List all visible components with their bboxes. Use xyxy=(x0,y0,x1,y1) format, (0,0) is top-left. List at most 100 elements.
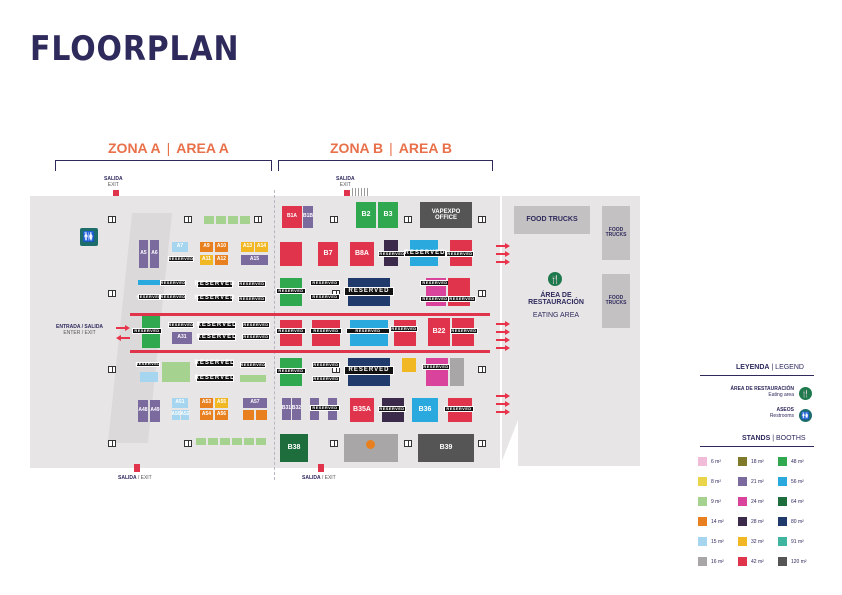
stand-a15[interactable]: A15 xyxy=(241,255,268,265)
stand-reserved[interactable]: RESERVED xyxy=(444,406,474,412)
stand-reserved[interactable]: RESERVED xyxy=(168,255,194,262)
stand-reserved[interactable]: RESERVED xyxy=(404,250,446,257)
stand-reserved-small[interactable] xyxy=(138,280,160,285)
stand-vapexpo-office[interactable]: VAPEXPO OFFICE xyxy=(420,202,472,228)
stand-reserved[interactable]: RESERVED xyxy=(310,294,340,300)
stand-reserved[interactable]: RESERVED xyxy=(276,288,306,294)
food-trucks-main: FOOD TRUCKS xyxy=(514,206,590,234)
stand-red[interactable] xyxy=(280,242,302,266)
stand-reserved[interactable]: RESERVED xyxy=(276,368,306,374)
stand-reserved[interactable]: RESERVED xyxy=(378,405,406,412)
stand-small[interactable] xyxy=(208,438,218,445)
stand-small[interactable] xyxy=(256,438,266,445)
stand-reserved[interactable]: RESERVED xyxy=(420,280,450,286)
stand-grey[interactable] xyxy=(450,358,464,386)
stand-a51[interactable]: A51 xyxy=(172,398,188,408)
stand-small[interactable] xyxy=(244,438,254,445)
stand-reserved[interactable]: RESERVED xyxy=(310,328,342,334)
stand-reserved[interactable]: RESERVED xyxy=(196,334,238,341)
stand-reserved[interactable]: RESERVED xyxy=(240,361,266,368)
stand-red[interactable] xyxy=(394,320,416,346)
stand-a12[interactable]: A12 xyxy=(215,255,228,265)
stand-b1b[interactable]: B1B xyxy=(303,206,313,228)
stand-reserved[interactable]: RESERVED xyxy=(346,328,390,334)
stand-reserved[interactable]: RESERVED xyxy=(310,280,340,286)
stand-a11[interactable]: A11 xyxy=(200,255,213,265)
stand-reserved[interactable]: RESERVED xyxy=(194,375,236,382)
stand-a5[interactable]: A5 xyxy=(139,240,148,268)
stand-orange[interactable] xyxy=(256,410,267,420)
stand-a48[interactable]: A48 xyxy=(138,400,148,422)
stand-reserved[interactable]: RESERVED xyxy=(196,322,238,329)
stand-reserved[interactable]: RESERVED xyxy=(344,366,394,375)
stand-reserved[interactable]: RESERVED xyxy=(422,363,450,370)
stand-a50[interactable]: A50 xyxy=(171,410,181,420)
stand-a49[interactable]: A49 xyxy=(150,400,160,422)
stand-small[interactable] xyxy=(216,216,226,224)
stand-b39[interactable]: B39 xyxy=(418,434,474,462)
stand-reserved[interactable]: RESERVED xyxy=(312,375,340,382)
stand-a10[interactable]: A10 xyxy=(215,242,228,252)
stand-a52[interactable]: A52 xyxy=(180,410,190,420)
stand-orange[interactable] xyxy=(243,410,254,420)
stand-reserved[interactable]: RESERVED xyxy=(194,281,236,288)
stand-a53[interactable]: A53 xyxy=(200,398,213,408)
stand-reserved[interactable]: RESERVED xyxy=(194,295,236,302)
stand-reserved[interactable]: RESERVED xyxy=(135,361,161,367)
stand-small[interactable] xyxy=(228,216,238,224)
stand-reserved[interactable]: RESERVED xyxy=(238,280,266,287)
stand-reserved[interactable]: RESERVED xyxy=(312,361,340,368)
stand-b8a[interactable]: B8A xyxy=(350,242,374,266)
stand-reserved[interactable]: RESERVED xyxy=(450,327,478,334)
stand-small[interactable] xyxy=(240,216,250,224)
stand-reserved[interactable]: RESERVED xyxy=(238,295,266,302)
stand-b38[interactable]: B38 xyxy=(280,434,308,462)
stand-b7[interactable]: B7 xyxy=(318,242,338,266)
stand-a6[interactable]: A6 xyxy=(150,240,159,268)
stand-green-light[interactable] xyxy=(162,362,190,382)
stand-reserved[interactable]: RESERVED xyxy=(310,405,340,411)
stand-a57[interactable]: A57 xyxy=(243,398,267,408)
legend-size-label: 15 m² xyxy=(711,538,724,545)
stand-a13[interactable]: A13 xyxy=(241,242,254,252)
stand-small[interactable] xyxy=(196,438,206,445)
stand-a56[interactable]: A56 xyxy=(215,410,228,420)
stand-a7[interactable]: A7 xyxy=(172,242,188,252)
stand-small[interactable] xyxy=(232,438,242,445)
stand-b35a[interactable]: B35A xyxy=(350,398,374,422)
stand-green-light[interactable] xyxy=(240,375,266,382)
stand-b36[interactable]: B36 xyxy=(412,398,438,422)
stand-blue-a[interactable] xyxy=(140,372,158,382)
stand-a9[interactable]: A9 xyxy=(200,242,213,252)
stand-a55[interactable]: A55 xyxy=(215,398,228,408)
stand-reserved[interactable]: RESERVED xyxy=(446,250,474,257)
stand-b3[interactable]: B3 xyxy=(378,202,398,228)
stand-reserved[interactable]: RESERVED xyxy=(276,328,306,334)
stand-reserved[interactable]: RESERVED xyxy=(194,360,236,367)
stand-reserved[interactable]: RESERVED xyxy=(420,296,450,302)
stand-reserved[interactable]: RESERVED xyxy=(160,279,186,286)
stand-b1a[interactable]: B1A xyxy=(282,206,302,228)
stand-reserved[interactable]: RESERVED xyxy=(160,293,186,300)
stand-reserved[interactable]: RESERVED xyxy=(242,321,270,328)
stand-reserved[interactable]: RESERVED xyxy=(390,325,418,332)
stand-a54[interactable]: A54 xyxy=(200,410,213,420)
stand-yellow[interactable] xyxy=(402,358,416,372)
stand-reserved[interactable]: RESERVED xyxy=(344,287,394,296)
stand-b2[interactable]: B2 xyxy=(356,202,376,228)
exit-top-a-icon xyxy=(113,190,119,198)
stand-reserved[interactable]: RESERVED xyxy=(168,321,194,328)
stand-pink[interactable] xyxy=(426,358,448,386)
stand-reserved[interactable]: RESERVED xyxy=(136,293,162,300)
stand-reserved[interactable]: RESERVED xyxy=(242,333,270,340)
stand-a14[interactable]: A14 xyxy=(255,242,268,252)
stand-reserved[interactable]: RESERVED xyxy=(448,295,476,302)
stand-small[interactable] xyxy=(204,216,214,224)
stand-small[interactable] xyxy=(220,438,230,445)
stand-reserved[interactable]: RESERVED xyxy=(378,250,406,257)
stand-reserved[interactable]: RESERVED xyxy=(132,328,162,334)
stand-b31[interactable]: B31 xyxy=(282,398,291,420)
stand-b22[interactable]: B22 xyxy=(428,318,450,346)
stand-b32[interactable]: B32 xyxy=(292,398,301,420)
stand-a31[interactable]: A31 xyxy=(172,332,192,344)
